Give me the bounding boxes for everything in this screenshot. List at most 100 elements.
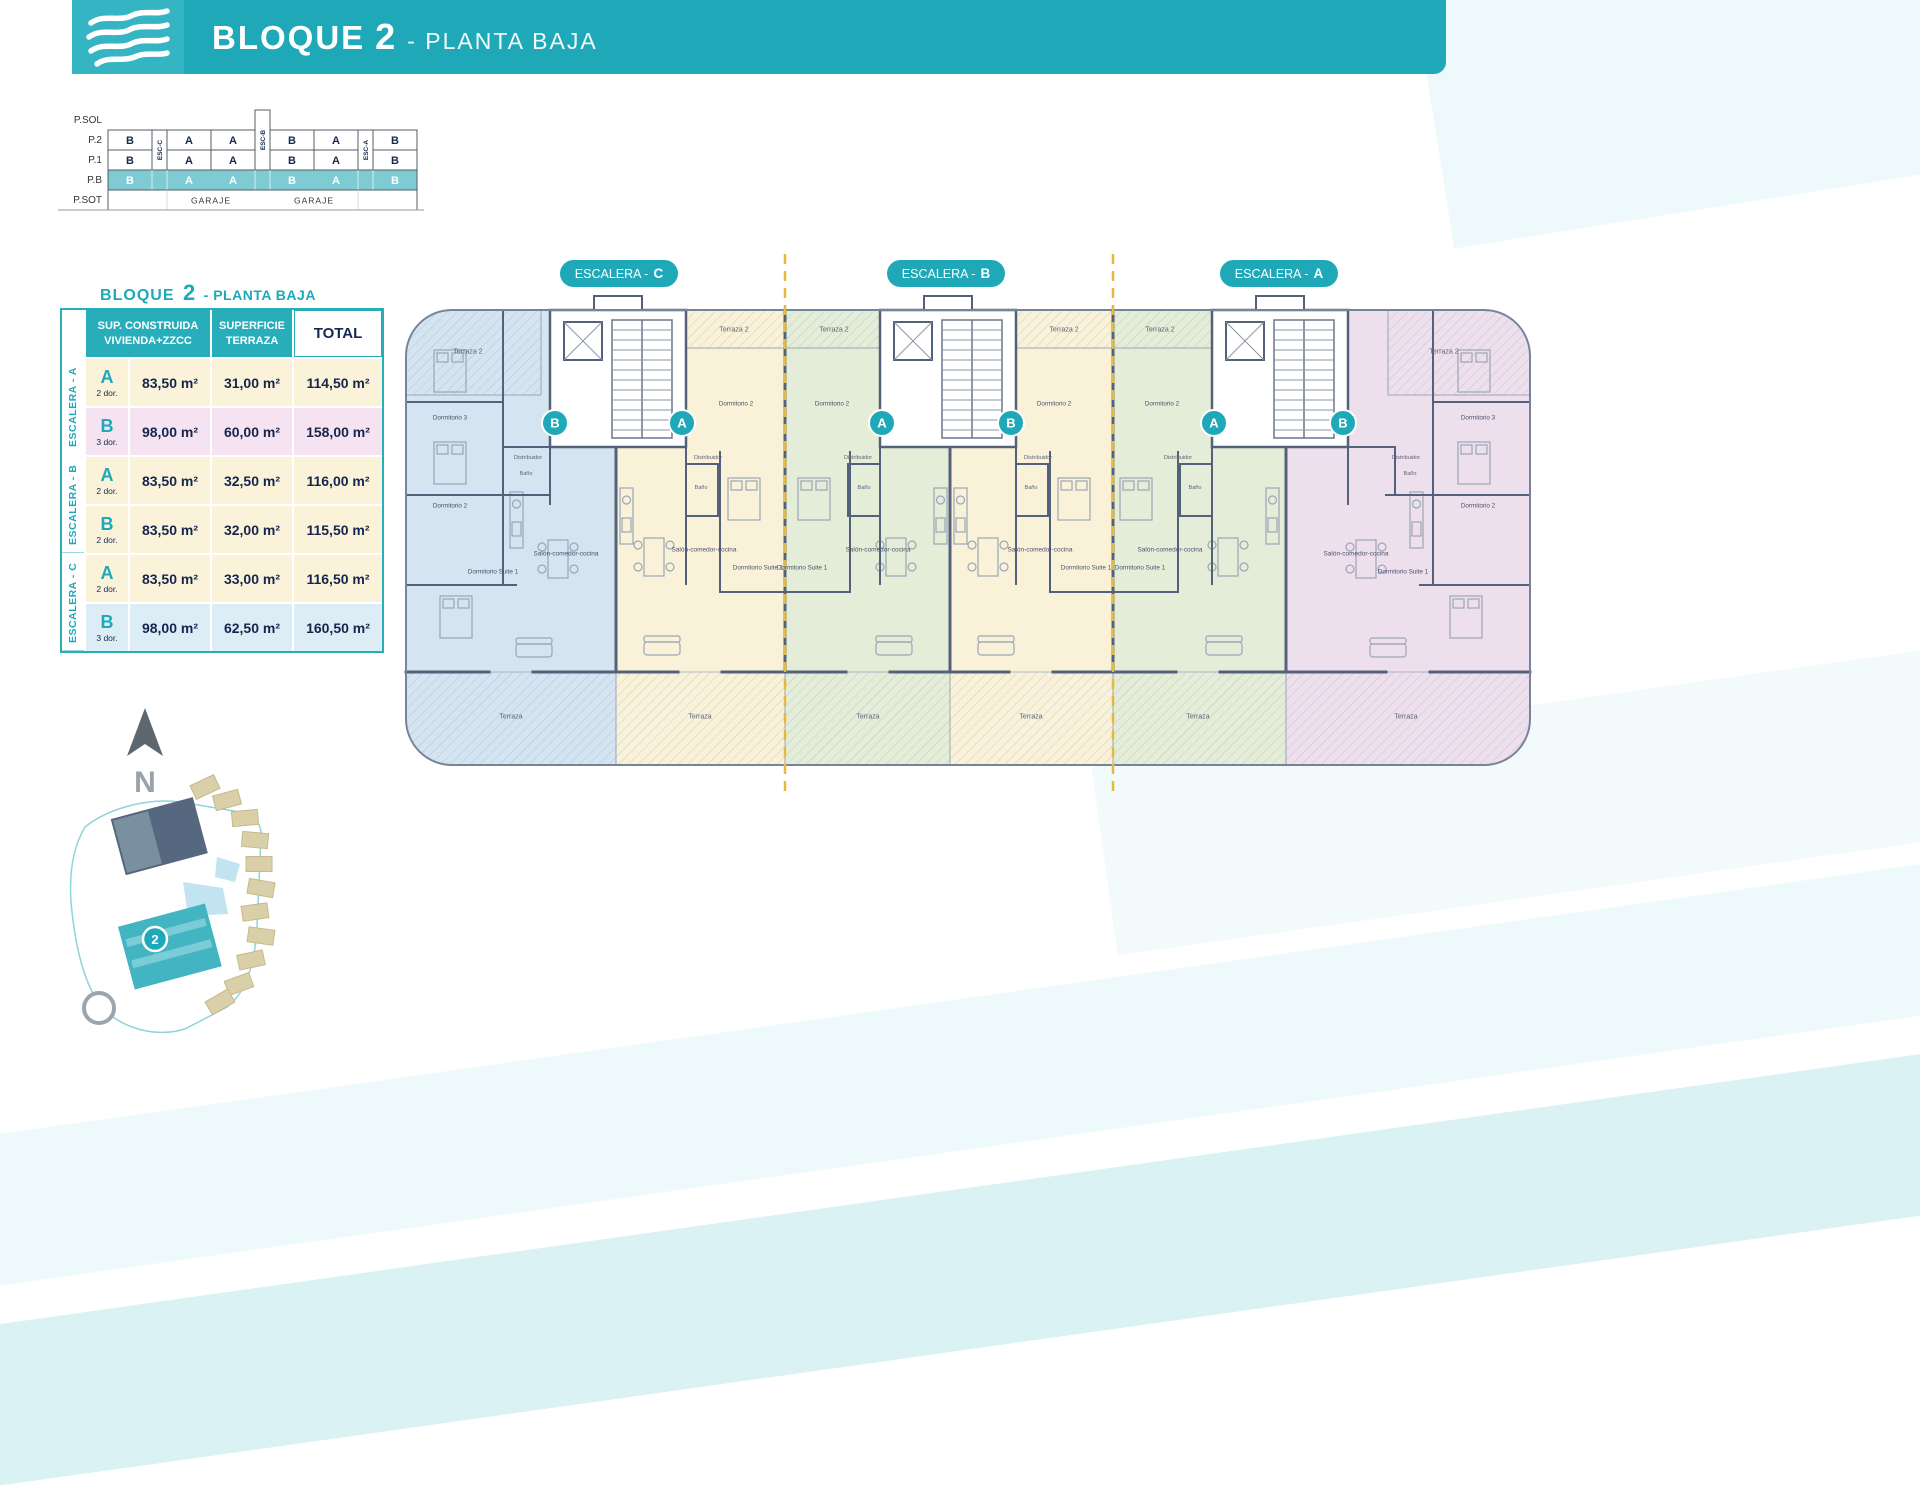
floor-label: P.2 xyxy=(88,135,102,146)
stair-core-b xyxy=(878,308,1018,449)
group-label-escalera-c: ESCALERA - C xyxy=(62,555,84,651)
esc-label: ESC-A xyxy=(363,140,370,161)
core-vent xyxy=(593,295,643,311)
escalera-pill-a: ESCALERA -A xyxy=(1220,260,1338,287)
floor-plan-svg: B A A B A B xyxy=(404,254,1532,792)
block-2-badge xyxy=(141,925,169,953)
garaje-label: GARAJE xyxy=(191,196,231,206)
construida-value: 83,50 m² xyxy=(130,359,210,406)
svg-text:A: A xyxy=(332,155,340,167)
header-bar: BLOQUE 2 - PLANTA BAJA xyxy=(72,0,1446,74)
col-header-total: TOTAL xyxy=(294,310,382,357)
row-p2: B A A B A B xyxy=(107,129,418,151)
group-label-escalera-a: ESCALERA - A xyxy=(62,359,84,455)
building-section-diagram: P.SOL P.2 P.1 P.B P.SOT B A A B A B B A … xyxy=(56,106,426,236)
north-label: N xyxy=(134,766,156,799)
esc-label: ESC-B xyxy=(260,130,267,151)
svg-text:B: B xyxy=(126,155,134,167)
stair-core-c xyxy=(548,308,688,449)
garaje-label: GARAJE xyxy=(294,196,334,206)
neighbour-building xyxy=(110,797,208,876)
svg-text:A: A xyxy=(229,175,237,187)
unit-colour-zones xyxy=(406,310,1530,765)
townhouse-cluster xyxy=(189,774,276,1016)
svg-text:B: B xyxy=(288,155,296,167)
core-vent xyxy=(1255,295,1305,311)
total-value: 160,50 m² xyxy=(294,604,382,651)
svg-text:B: B xyxy=(126,135,134,147)
floor-label: P.B xyxy=(87,175,102,186)
unit-badge-label: A xyxy=(677,416,687,431)
stair-core-a xyxy=(1210,308,1350,449)
svg-text:B: B xyxy=(126,175,134,187)
escalera-pill-c: ESCALERA -C xyxy=(560,260,678,287)
pool-shape xyxy=(215,857,240,882)
floor-label: P.SOL xyxy=(74,115,103,126)
unit-badge-label: B xyxy=(1338,416,1347,431)
waves-logo-icon xyxy=(86,8,170,67)
terraza-value: 62,50 m² xyxy=(212,604,292,651)
background-stripe xyxy=(1413,0,1920,249)
construida-value: 98,00 m² xyxy=(130,604,210,651)
terraza-value: 32,50 m² xyxy=(212,457,292,504)
title-number: 2 xyxy=(375,16,396,57)
title-sub: - PLANTA BAJA xyxy=(407,28,598,54)
total-value: 116,00 m² xyxy=(294,457,382,504)
svg-text:A: A xyxy=(229,135,237,147)
svg-text:A: A xyxy=(229,155,237,167)
unit-badge-label: A xyxy=(1209,416,1219,431)
svg-text:A: A xyxy=(332,135,340,147)
unit-badges: B A A B A B xyxy=(541,409,1357,437)
floor-label: P.1 xyxy=(88,155,102,166)
terraza-value: 60,00 m² xyxy=(212,408,292,455)
floor-plan: B A A B A B ESCALERA -C ESCALERA -B ESCA… xyxy=(398,252,1538,797)
table-title: BLOQUE 2 - PLANTA BAJA xyxy=(100,280,316,305)
svg-text:B: B xyxy=(288,135,296,147)
site-map: N 2 xyxy=(55,692,305,1047)
construida-value: 98,00 m² xyxy=(130,408,210,455)
construida-value: 83,50 m² xyxy=(130,457,210,504)
esc-label: ESC-C xyxy=(157,140,164,161)
row-psot: GARAJE GARAJE xyxy=(107,189,418,211)
core-vent xyxy=(923,295,973,311)
total-value: 116,50 m² xyxy=(294,555,382,602)
svg-text:A: A xyxy=(185,175,193,187)
svg-text:A: A xyxy=(185,155,193,167)
unit-badge-label: B xyxy=(1006,416,1015,431)
company-logo xyxy=(72,0,184,74)
row-pb-highlight: B A A B A B xyxy=(107,169,418,191)
block-2-building xyxy=(117,903,222,990)
plan-boundary xyxy=(405,309,1531,766)
svg-text:B: B xyxy=(288,175,296,187)
total-value: 114,50 m² xyxy=(294,359,382,406)
background-stripe xyxy=(0,1020,1920,1499)
svg-text:B: B xyxy=(391,135,399,147)
construida-value: 83,50 m² xyxy=(130,506,210,553)
terraza-value: 31,00 m² xyxy=(212,359,292,406)
terraza-value: 32,00 m² xyxy=(212,506,292,553)
escalera-pill-b: ESCALERA -B xyxy=(887,260,1005,287)
page-title: BLOQUE 2 - PLANTA BAJA xyxy=(212,16,598,58)
roundabout xyxy=(82,991,116,1025)
table-corner xyxy=(62,310,84,357)
unit-badge-label: A xyxy=(877,416,887,431)
terraza-value: 33,00 m² xyxy=(212,555,292,602)
block-2-badge-label: 2 xyxy=(151,932,158,947)
svg-text:B: B xyxy=(391,175,399,187)
total-value: 158,00 m² xyxy=(294,408,382,455)
total-value: 115,50 m² xyxy=(294,506,382,553)
floor-label: P.SOT xyxy=(73,195,102,206)
unit-badge-label: B xyxy=(550,416,559,431)
svg-text:A: A xyxy=(332,175,340,187)
svg-text:B: B xyxy=(391,155,399,167)
title-main: BLOQUE xyxy=(212,19,366,56)
